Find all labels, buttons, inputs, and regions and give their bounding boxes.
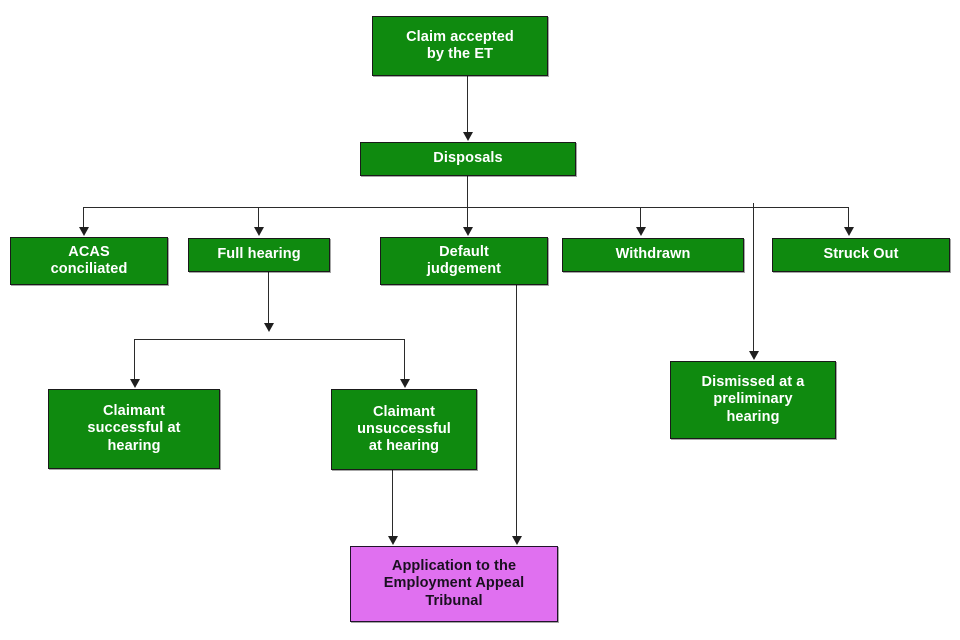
arrowhead-acas <box>79 227 89 236</box>
connector-default-judgement-to-eat <box>516 285 517 537</box>
arrowhead-bus2-entry <box>264 323 274 332</box>
arrowhead-claimant-unsuccessful <box>400 379 410 388</box>
node-application-eat: Application to the Employment Appeal Tri… <box>350 546 558 622</box>
node-withdrawn: Withdrawn <box>562 238 744 272</box>
connector-bus-to-full-hearing <box>258 207 259 229</box>
node-claimant-successful-label: Claimant successful at hearing <box>87 403 181 454</box>
arrowhead-eat-left <box>388 536 398 545</box>
connector-full-hearing-to-bus2 <box>268 272 269 324</box>
node-default-judgement: Default judgement <box>380 237 548 285</box>
node-acas-conciliated-label: ACAS conciliated <box>50 243 128 277</box>
bus-row-1 <box>83 207 849 208</box>
connector-bus-to-withdrawn <box>640 207 641 229</box>
arrowhead-claimant-successful <box>130 379 140 388</box>
connector-disposals-to-bus <box>467 176 468 207</box>
connector-bus-to-acas <box>83 207 84 229</box>
node-application-eat-label: Application to the Employment Appeal Tri… <box>383 558 525 609</box>
connector-bus-to-default-judgement <box>467 207 468 229</box>
connector-bus-to-dismissed-preliminary <box>753 203 754 351</box>
bus-row-2 <box>134 339 404 340</box>
node-struck-out-label: Struck Out <box>823 246 899 263</box>
node-disposals: Disposals <box>360 142 576 176</box>
connector-bus-to-struck-out <box>848 207 849 229</box>
arrowhead-dismissed-preliminary <box>749 351 759 360</box>
node-disposals-label: Disposals <box>433 150 503 167</box>
node-full-hearing-label: Full hearing <box>217 246 301 263</box>
node-default-judgement-label: Default judgement <box>426 243 502 277</box>
connector-claimant-unsuccessful-to-eat <box>392 470 393 537</box>
node-claim-accepted: Claim accepted by the ET <box>372 16 548 76</box>
node-withdrawn-label: Withdrawn <box>615 246 691 263</box>
node-struck-out: Struck Out <box>772 238 950 272</box>
node-claim-accepted-label: Claim accepted by the ET <box>406 28 514 62</box>
node-claimant-unsuccessful: Claimant unsuccessful at hearing <box>331 389 477 470</box>
connector-bus2-to-claimant-unsuccessful <box>404 339 405 380</box>
arrowhead-default-judgement <box>463 227 473 236</box>
arrowhead-struck-out <box>844 227 854 236</box>
arrowhead-withdrawn <box>636 227 646 236</box>
node-dismissed-preliminary-label: Dismissed at a preliminary hearing <box>701 374 805 425</box>
connector-bus2-to-claimant-successful <box>134 339 135 380</box>
node-claimant-unsuccessful-label: Claimant unsuccessful at hearing <box>357 403 451 455</box>
arrowhead-eat-right <box>512 536 522 545</box>
arrowhead-full-hearing <box>254 227 264 236</box>
node-full-hearing: Full hearing <box>188 238 330 272</box>
arrowhead-disposals <box>463 132 473 141</box>
node-dismissed-preliminary: Dismissed at a preliminary hearing <box>670 361 836 439</box>
connector-claim-to-disposals <box>467 76 468 133</box>
node-acas-conciliated: ACAS conciliated <box>10 237 168 285</box>
node-claimant-successful: Claimant successful at hearing <box>48 389 220 469</box>
